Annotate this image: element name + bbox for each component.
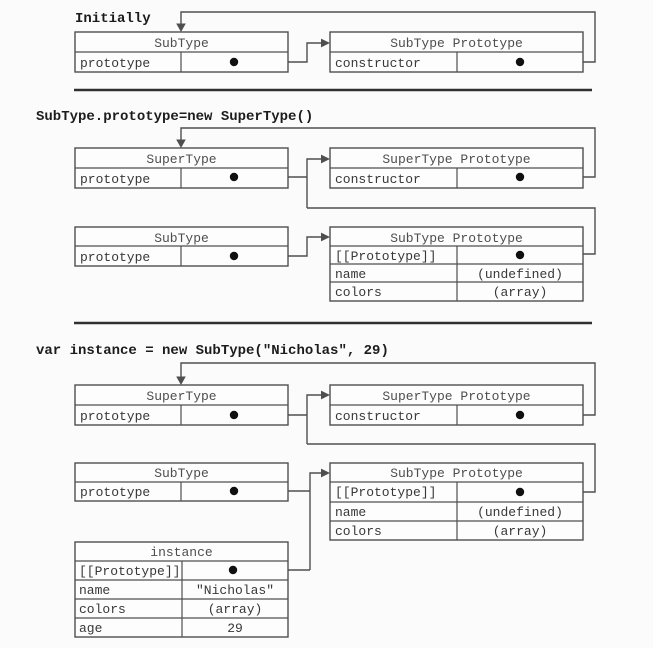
row-key: age bbox=[79, 621, 102, 636]
section-heading: SubType.prototype=new SuperType() bbox=[36, 109, 313, 125]
row-value: (array) bbox=[208, 602, 263, 617]
row-key: colors bbox=[79, 602, 126, 617]
box-title: SubType bbox=[154, 36, 209, 51]
box-title: SubType Prototype bbox=[390, 36, 523, 51]
arrowhead-right-icon bbox=[321, 38, 330, 48]
row-key: constructor bbox=[335, 409, 421, 424]
box-title: SubType Prototype bbox=[390, 231, 523, 246]
object-box-supertype-prototype: SuperType Prototype constructor bbox=[329, 147, 584, 189]
row-key: prototype bbox=[80, 250, 150, 265]
box-title: SuperType Prototype bbox=[382, 152, 530, 167]
pointer-dot bbox=[515, 410, 525, 420]
row-key: constructor bbox=[335, 172, 421, 187]
object-box-subtype: SubType prototype bbox=[74, 462, 289, 502]
pointer-dot bbox=[229, 172, 239, 182]
box-title: SuperType bbox=[146, 152, 216, 167]
box-title: SuperType bbox=[146, 389, 216, 404]
box-title: SubType bbox=[154, 231, 209, 246]
row-value: 29 bbox=[227, 621, 243, 636]
row-key: [[Prototype]] bbox=[335, 249, 436, 264]
row-key: [[Prototype]] bbox=[79, 564, 180, 579]
object-box-subtype: SubType prototype bbox=[74, 226, 289, 267]
object-box-supertype: SuperType prototype bbox=[74, 384, 289, 426]
object-box-supertype-prototype: SuperType Prototype constructor bbox=[329, 384, 584, 426]
row-key: prototype bbox=[80, 409, 150, 424]
pointer-dot bbox=[229, 57, 239, 67]
pointer-dot bbox=[515, 487, 525, 497]
pointer-dot bbox=[228, 565, 238, 575]
row-value: (array) bbox=[493, 285, 548, 300]
row-key: name bbox=[79, 583, 110, 598]
row-key: prototype bbox=[80, 172, 150, 187]
box-title: SubType Prototype bbox=[390, 466, 523, 481]
row-value: (undefined) bbox=[477, 267, 563, 282]
row-key: name bbox=[335, 267, 366, 282]
row-key: prototype bbox=[80, 485, 150, 500]
pointer-dot bbox=[229, 410, 239, 420]
object-box-subtype-prototype: SubType Prototype [[Prototype]] name (un… bbox=[329, 462, 584, 541]
pointer-dot bbox=[229, 486, 239, 496]
object-box-subtype-prototype: SubType Prototype constructor bbox=[329, 31, 584, 73]
object-box-supertype: SuperType prototype bbox=[74, 147, 289, 189]
row-value: (undefined) bbox=[477, 505, 563, 520]
pointer-dot bbox=[229, 251, 239, 261]
object-box-subtype: SubType prototype bbox=[74, 31, 289, 73]
section-new-supertype: SubType.prototype=new SuperType() SuperT… bbox=[36, 109, 596, 325]
section-new-instance: var instance = new SubType("Nicholas", 2… bbox=[36, 343, 596, 638]
arrowhead-down-icon bbox=[176, 23, 186, 32]
object-box-instance: instance [[Prototype]] name "Nicholas" c… bbox=[74, 541, 289, 638]
pointer-dot bbox=[515, 57, 525, 67]
arrowhead-right-icon bbox=[321, 390, 330, 400]
arrowhead-down-icon bbox=[176, 376, 186, 385]
arrowhead-right-icon bbox=[321, 232, 330, 242]
row-key: prototype bbox=[80, 56, 150, 71]
arrowhead-right-icon bbox=[321, 154, 330, 164]
arrowhead-right-icon bbox=[321, 468, 330, 478]
section-initially: Initially SubType prototype SubType Prot… bbox=[74, 11, 596, 92]
arrowhead-down-icon bbox=[176, 139, 186, 148]
object-box-subtype-prototype: SubType Prototype [[Prototype]] name (un… bbox=[329, 226, 584, 302]
section-heading: var instance = new SubType("Nicholas", 2… bbox=[36, 343, 389, 359]
row-key: [[Prototype]] bbox=[335, 485, 436, 500]
pointer-dot bbox=[515, 172, 525, 182]
box-title: instance bbox=[150, 545, 212, 560]
row-key: colors bbox=[335, 285, 382, 300]
box-title: SuperType Prototype bbox=[382, 389, 530, 404]
row-value: (array) bbox=[493, 524, 548, 539]
row-key: name bbox=[335, 505, 366, 520]
row-value: "Nicholas" bbox=[196, 583, 274, 598]
pointer-dot bbox=[515, 250, 525, 260]
row-key: colors bbox=[335, 524, 382, 539]
section-heading: Initially bbox=[75, 11, 151, 27]
box-title: SubType bbox=[154, 466, 209, 481]
row-key: constructor bbox=[335, 56, 421, 71]
